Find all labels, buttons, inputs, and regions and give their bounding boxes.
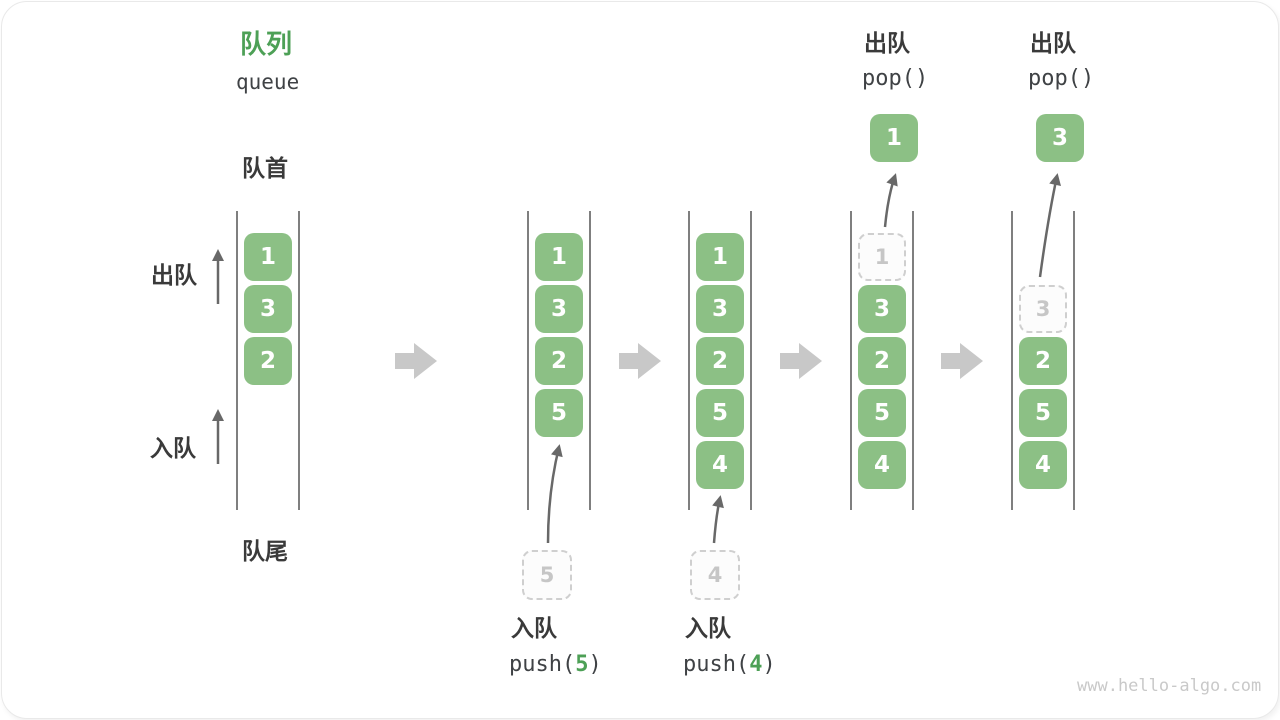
push-fn: push( <box>509 652 576 677</box>
queue-cell: 2 <box>244 337 292 385</box>
push-4-arrow-icon <box>712 495 724 544</box>
push-code: push(4) <box>683 654 776 676</box>
queue-cell: 5 <box>1019 389 1067 437</box>
push-close: ) <box>588 652 602 677</box>
queue-cell: 4 <box>858 441 906 489</box>
staging-cell: 4 <box>690 550 740 600</box>
enqueue-op-label: 入队 <box>511 616 557 642</box>
dequeue-op-label: 出队 <box>1030 31 1076 57</box>
queue-cell: 5 <box>535 389 583 437</box>
pop-code: pop() <box>1028 66 1095 91</box>
watermark: www.hello-algo.com <box>1077 676 1262 696</box>
pop-code: pop() <box>862 66 929 91</box>
queue-cell-ghost: 1 <box>858 233 906 281</box>
label-queue-rear: 队尾 <box>242 539 288 565</box>
queue-cell: 4 <box>1019 441 1067 489</box>
queue-cell: 1 <box>696 233 744 281</box>
label-queue-front: 队首 <box>242 156 288 182</box>
queue-cell: 3 <box>696 285 744 333</box>
figure-subtitle: queue <box>236 70 300 94</box>
queue-cell: 5 <box>858 389 906 437</box>
queue-cell: 2 <box>696 337 744 385</box>
queue-cell: 4 <box>696 441 744 489</box>
pop-3-arrow-icon <box>1038 173 1061 278</box>
pop-1-arrow-icon <box>883 173 898 228</box>
block-arrow-right-icon <box>395 343 983 379</box>
queue-container-lines <box>236 211 1075 510</box>
push-close: ) <box>762 652 776 677</box>
queue-cell: 3 <box>535 285 583 333</box>
popped-cell: 1 <box>870 114 918 162</box>
push-arg: 5 <box>575 652 589 677</box>
push-5-arrow-icon <box>546 444 563 544</box>
push-arg: 4 <box>749 652 763 677</box>
push-code: push(5) <box>509 654 602 676</box>
figure-title: 队列 <box>240 30 293 60</box>
push-fn: push( <box>683 652 750 677</box>
label-enqueue: 入队 <box>150 436 196 462</box>
queue-cell: 2 <box>858 337 906 385</box>
queue-cell-ghost: 3 <box>1019 285 1067 333</box>
popped-cell: 3 <box>1036 114 1084 162</box>
queue-cell: 5 <box>696 389 744 437</box>
queue-cell: 2 <box>535 337 583 385</box>
dequeue-op-label: 出队 <box>864 31 910 57</box>
queue-cell: 2 <box>1019 337 1067 385</box>
queue-cell: 3 <box>244 285 292 333</box>
label-dequeue: 出队 <box>151 263 197 289</box>
queue-cell: 3 <box>858 285 906 333</box>
enqueue-op-label: 入队 <box>685 616 731 642</box>
queue-cell: 1 <box>244 233 292 281</box>
queue-cell: 1 <box>535 233 583 281</box>
staging-cell: 5 <box>522 550 572 600</box>
